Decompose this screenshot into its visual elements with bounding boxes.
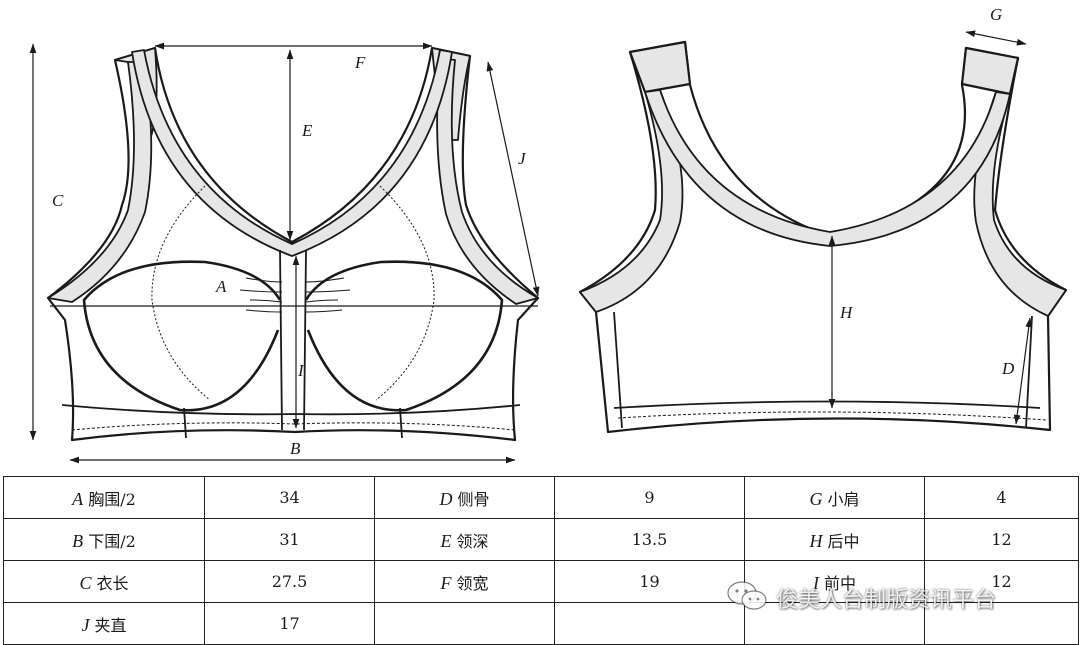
label-d: D	[1001, 359, 1015, 378]
measure-code: E	[440, 530, 452, 551]
measure-d-line	[1013, 317, 1033, 425]
measure-name: 领宽	[456, 573, 489, 593]
label-h: H	[839, 303, 854, 322]
label-e: E	[301, 121, 313, 140]
measure-value-cell: 13.5	[554, 518, 745, 561]
measure-name-cell: F 领宽	[374, 560, 555, 603]
label-f: F	[354, 53, 366, 72]
measure-code: D	[439, 488, 453, 509]
front-right-cup-zigzag	[375, 185, 435, 401]
measure-code: J	[81, 614, 90, 635]
measure-value-cell: 19	[554, 560, 745, 603]
measurement-lines	[29, 30, 1033, 464]
measure-name: 胸围/2	[88, 489, 136, 509]
measure-j-line	[486, 61, 540, 297]
label-b: B	[290, 439, 301, 458]
measure-value-cell: 12	[924, 560, 1079, 603]
label-a: A	[215, 277, 227, 296]
front-band-seams	[183, 407, 403, 439]
measure-code: A	[72, 488, 84, 509]
measure-value-cell: 17	[204, 602, 375, 645]
measure-name-cell: A 胸围/2	[3, 476, 205, 519]
measure-code: H	[809, 530, 823, 551]
measure-value-cell: 12	[924, 518, 1079, 561]
measure-value-cell: 4	[924, 476, 1079, 519]
measure-value-cell: 34	[204, 476, 375, 519]
measure-name-cell: D 侧骨	[374, 476, 555, 519]
measure-name: 前中	[824, 573, 857, 593]
measure-name: 领深	[456, 531, 489, 551]
measure-name: 小肩	[827, 489, 860, 509]
front-left-armhole-binding	[47, 61, 153, 303]
front-neckline-binding	[131, 49, 453, 257]
front-right-cup	[304, 260, 504, 412]
measure-name-cell: C 衣长	[3, 560, 205, 603]
measure-g-line	[965, 30, 1027, 46]
label-j: J	[518, 149, 527, 168]
measure-name: 后中	[827, 531, 860, 551]
measure-name: 侧骨	[457, 489, 490, 509]
front-right-armhole-binding	[436, 57, 539, 305]
measure-code: B	[72, 530, 84, 551]
measure-name-cell: E 领深	[374, 518, 555, 561]
front-center-gathers	[239, 277, 351, 313]
front-left-cup	[82, 260, 282, 412]
measure-code: I	[812, 572, 819, 593]
front-left-cup-zigzag	[151, 185, 211, 401]
measure-value-cell: 31	[204, 518, 375, 561]
measure-value-cell: 27.5	[204, 560, 375, 603]
label-g: G	[990, 5, 1002, 24]
measure-name-cell: J 夹直	[3, 602, 205, 645]
measure-name: 下围/2	[88, 531, 136, 551]
back-neckline-binding	[644, 89, 1011, 247]
front-center-panel	[279, 249, 307, 431]
front-view	[46, 46, 540, 442]
back-band-zigzag	[617, 411, 1047, 421]
measure-name-cell: I 前中	[744, 560, 925, 603]
back-right-armhole-binding	[973, 91, 1067, 317]
label-c: C	[52, 191, 64, 210]
measure-code: G	[809, 488, 823, 509]
measure-name: 衣长	[96, 573, 129, 593]
measure-name-cell	[744, 602, 925, 645]
measure-name-cell	[374, 602, 555, 645]
measure-code: F	[440, 572, 452, 593]
measure-code: C	[79, 572, 92, 593]
measure-value-cell: 9	[554, 476, 745, 519]
garment-diagram: C A F E J I B G H D	[29, 5, 1068, 464]
measure-name: 夹直	[94, 615, 127, 635]
back-view	[578, 40, 1068, 434]
measure-name-cell: B 下围/2	[3, 518, 205, 561]
front-hem-zigzag	[71, 422, 516, 431]
back-left-strap-tab	[628, 40, 692, 94]
measure-value-cell	[924, 602, 1079, 645]
measure-name-cell: G 小肩	[744, 476, 925, 519]
measure-value-cell	[554, 602, 745, 645]
back-band	[613, 400, 1041, 409]
label-i: I	[297, 361, 305, 380]
back-left-armhole-binding	[579, 89, 684, 313]
measure-name-cell: H 后中	[744, 518, 925, 561]
